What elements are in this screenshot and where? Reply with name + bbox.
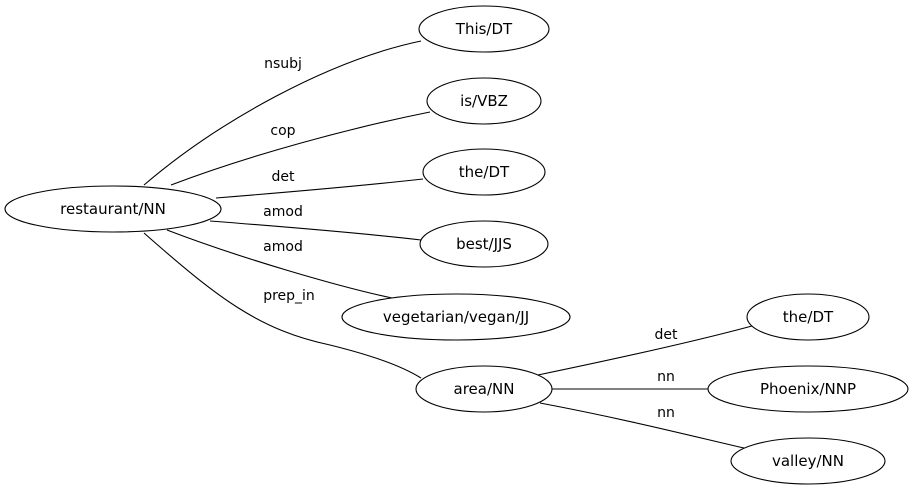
node-ellipse (746, 293, 870, 341)
edge-line (537, 325, 753, 376)
node-label: This/DT (455, 20, 513, 38)
node-ellipse (4, 185, 222, 233)
edge-area-phoenix: nn (552, 369, 708, 390)
node-phoenix: Phoenix/NNP (707, 365, 909, 413)
node-label: area/NN (454, 380, 515, 398)
edge-restaurant-best: amod (209, 204, 422, 241)
node-restaurant: restaurant/NN (4, 185, 222, 233)
node-ellipse (419, 220, 549, 268)
edge-restaurant-this: nsubj (143, 40, 422, 186)
node-the1: the/DT (422, 148, 546, 196)
node-label: vegetarian/vegan/JJ (383, 308, 529, 326)
edge-restaurant-veg: amod (166, 229, 393, 299)
edge-label-amod: amod (263, 239, 303, 255)
node-ellipse (422, 148, 546, 196)
edge-area-valley: nn (539, 402, 745, 449)
edge-area-the2: det (537, 325, 753, 376)
edge-restaurant-the1: det (215, 169, 424, 199)
node-ellipse (415, 365, 553, 413)
node-ellipse (341, 293, 571, 341)
node-label: valley/NN (772, 452, 844, 470)
nodes-layer: restaurant/NN This/DT is/VBZ the/DT best/JJS… (4, 5, 909, 485)
edge-label-nn: nn (657, 405, 675, 421)
node-label: the/DT (783, 308, 834, 326)
edge-label-prep-in: prep_in (263, 288, 315, 304)
edge-line (170, 111, 431, 186)
node-area: area/NN (415, 365, 553, 413)
node-label: is/VBZ (460, 92, 508, 110)
edge-line (143, 40, 422, 186)
edge-line (209, 220, 422, 241)
node-ellipse (730, 437, 886, 485)
node-label: restaurant/NN (60, 200, 166, 218)
node-valley: valley/NN (730, 437, 886, 485)
edge-line (215, 178, 424, 199)
node-is: is/VBZ (426, 77, 542, 125)
node-ellipse (418, 5, 550, 53)
node-veg: vegetarian/vegan/JJ (341, 293, 571, 341)
edge-label-det: det (272, 169, 296, 185)
node-label: best/JJS (456, 235, 512, 253)
node-ellipse (426, 77, 542, 125)
edge-label-nsubj: nsubj (264, 56, 302, 72)
edge-label-nn: nn (657, 369, 675, 385)
node-label: the/DT (459, 163, 510, 181)
node-ellipse (707, 365, 909, 413)
edge-label-amod: amod (263, 204, 303, 220)
edge-line (539, 402, 745, 449)
edge-line (143, 232, 422, 379)
edge-label-cop: cop (270, 123, 295, 139)
node-best: best/JJS (419, 220, 549, 268)
edge-line (166, 229, 393, 299)
node-label: Phoenix/NNP (760, 380, 856, 398)
node-the2: the/DT (746, 293, 870, 341)
edge-restaurant-is: cop (170, 111, 431, 186)
edge-label-det: det (655, 327, 679, 343)
node-this: This/DT (418, 5, 550, 53)
edge-restaurant-area: prep_in (143, 232, 422, 379)
